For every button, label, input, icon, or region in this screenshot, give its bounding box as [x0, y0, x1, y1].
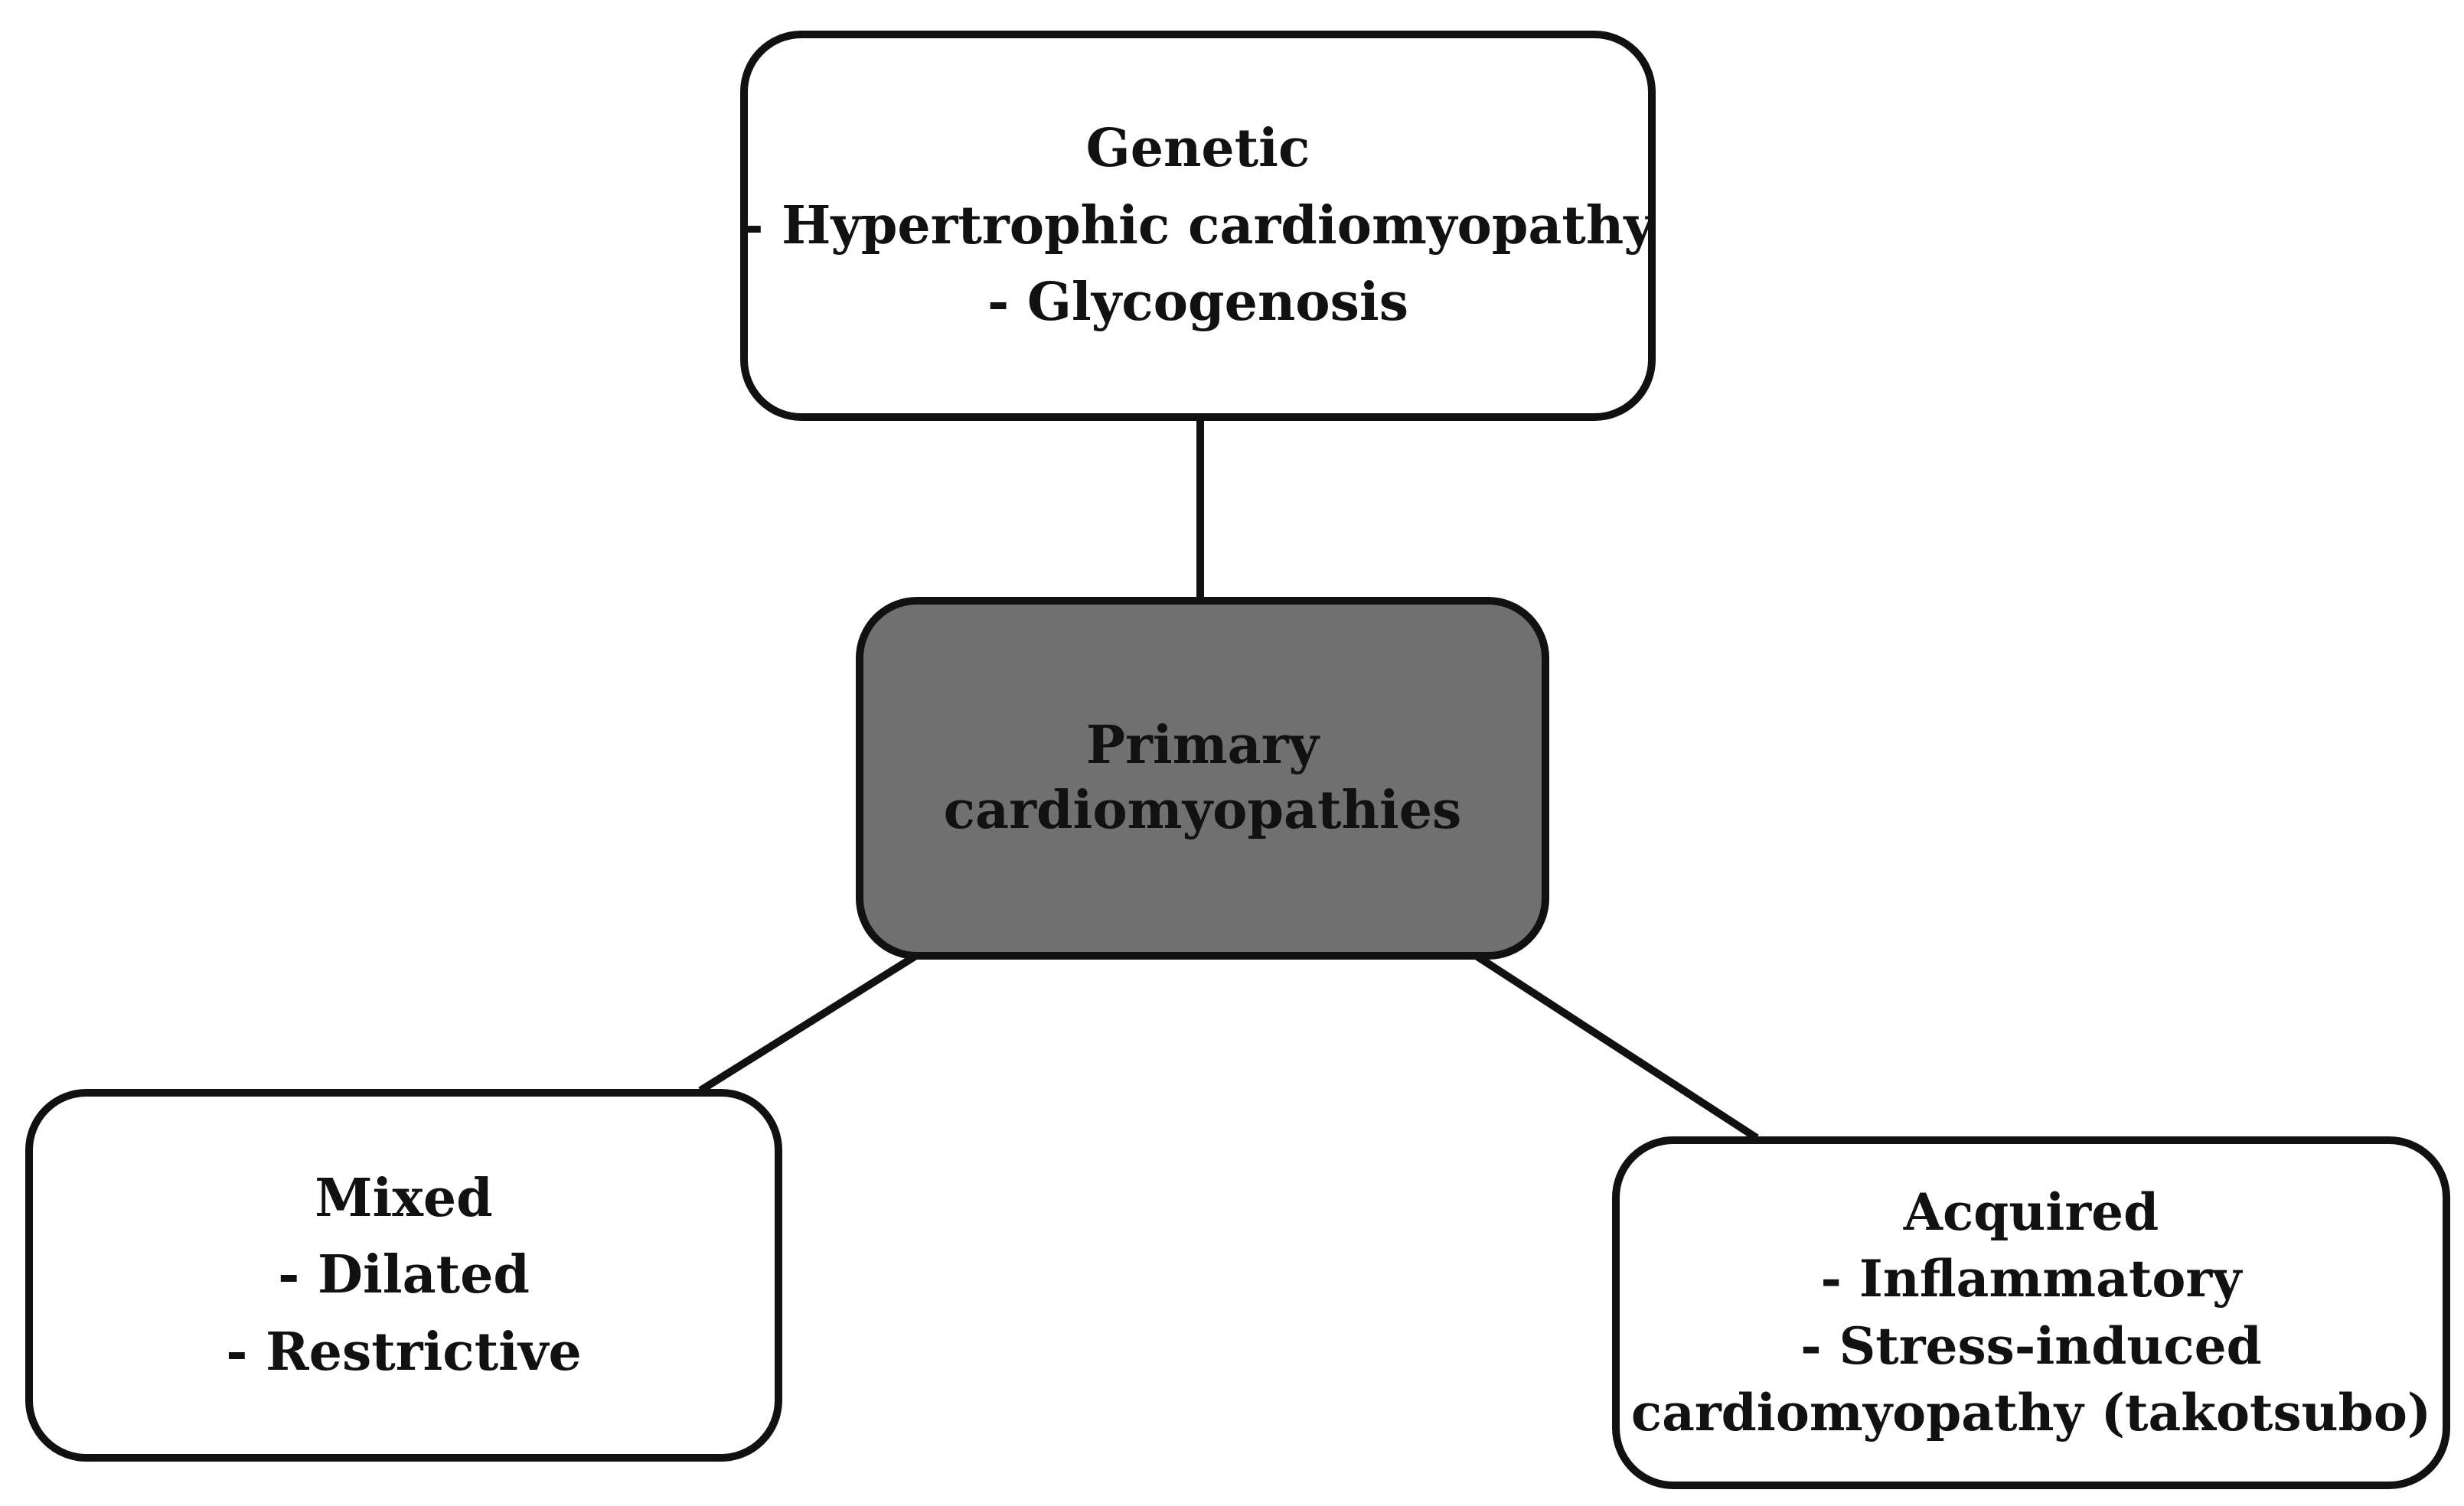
genetic-item-glycogenosis: - Glycogenosis	[987, 272, 1409, 334]
acquired-item-inflammatory: - Inflammatory	[1820, 1249, 2242, 1309]
acquired-box: Acquired - Inflammatory - Stress-induced…	[1612, 1136, 2450, 1489]
genetic-title: Genetic	[1085, 118, 1310, 180]
genetic-box: Genetic - Hypertrophic cardiomyopathy - …	[740, 31, 1656, 421]
acquired-title: Acquired	[1903, 1182, 2159, 1243]
center-label-line-2: cardiomyopathies	[943, 780, 1462, 841]
mixed-item-dilated: - Dilated	[278, 1244, 530, 1306]
center-label-line-1: Primary	[1085, 715, 1320, 776]
acquired-item-stress-induced: - Stress-induced	[1800, 1315, 2262, 1376]
mixed-item-restrictive: - Restrictive	[226, 1321, 582, 1383]
acquired-item-takotsubo: cardiomyopathy (takotsubo)	[1630, 1382, 2432, 1442]
genetic-item-hypertrophic: - Hypertrophic cardiomyopathy	[742, 194, 1654, 256]
connector-acquired	[1475, 953, 1759, 1142]
mixed-title: Mixed	[315, 1167, 493, 1229]
primary-cardiomyopathies-box: Primary cardiomyopathies	[856, 597, 1549, 960]
mixed-box: Mixed - Dilated - Restrictive	[25, 1089, 782, 1462]
connector-mixed	[698, 953, 917, 1094]
